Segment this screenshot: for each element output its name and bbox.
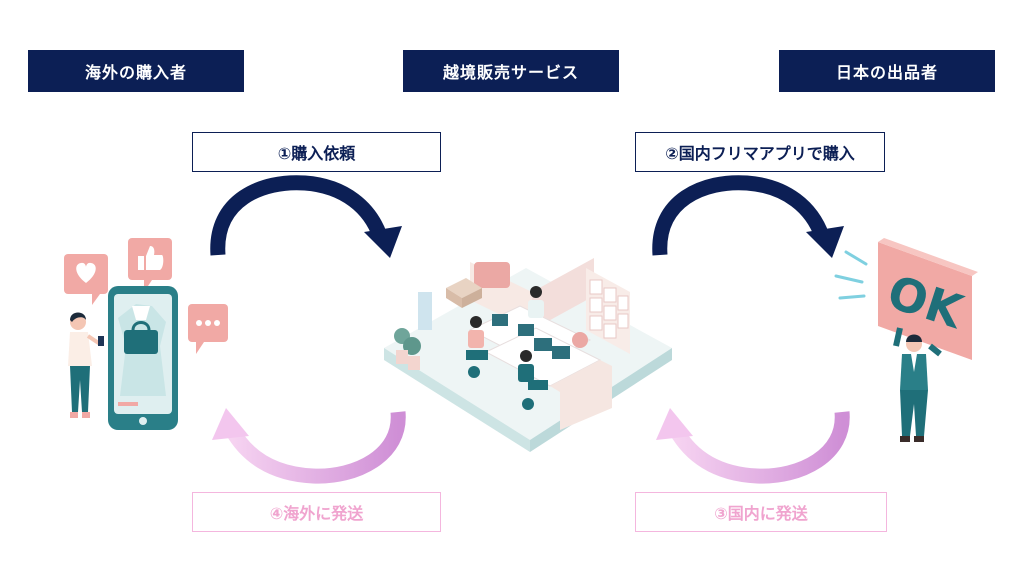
arrow-step3-icon [656,408,850,484]
step-3-domestic-shipping: ③国内に発送 [635,492,887,532]
arrow-step2-icon [652,175,844,258]
arrow-step4-icon [212,408,406,484]
heart-bubble-icon [64,254,108,305]
seller-illustration-icon: OK [834,238,978,442]
office-illustration-icon [384,258,672,452]
header-service: 越境販売サービス [403,50,619,92]
arrow-step1-icon [210,175,402,258]
excitement-lines-icon [834,250,868,300]
like-bubble-icon [128,238,172,292]
buyer-illustration-icon [64,238,228,430]
step-1-purchase-request: ①購入依頼 [192,132,441,172]
header-seller: 日本の出品者 [779,50,995,92]
buyer-woman-icon [68,312,104,418]
smartphone-icon [108,286,178,430]
ok-sign-icon: OK [878,238,978,360]
step-4-overseas-shipping: ④海外に発送 [192,492,441,532]
chat-bubble-icon [188,304,228,354]
header-buyer: 海外の購入者 [28,50,244,92]
seller-man-icon [893,327,942,442]
step-2-purchase-domestic: ②国内フリマアプリで購入 [635,132,885,172]
